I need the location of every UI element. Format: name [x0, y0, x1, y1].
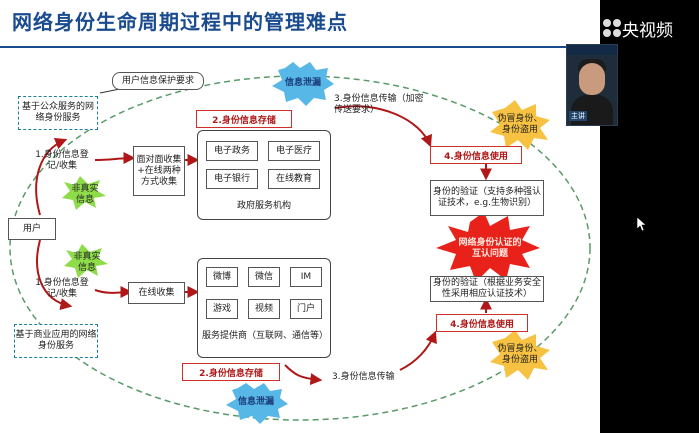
arrow-user-top [35, 138, 68, 216]
verification-box-top: 身份的验证（支持多种强认证技术，e.g.生物识别） [430, 180, 544, 216]
slide-title: 网络身份生命周期过程中的管理难点 [12, 10, 348, 34]
use-box-top: 4.身份信息使用 [430, 146, 522, 164]
service-video: 视频 [248, 299, 280, 319]
presenter-face [579, 63, 605, 95]
registration-label-top: 1.身份信息登记/收集 [35, 150, 89, 171]
service-im: IM [290, 267, 322, 287]
fake-identity-label-top: 伪冒身份、身份盗用 [497, 114, 543, 135]
transmit-label-bottom: 3.身份信息传输 [332, 372, 395, 382]
privacy-requirement-label: 用户信息保护要求 [112, 72, 204, 90]
service-e-banking: 电子银行 [206, 169, 258, 189]
arrow-transmit-top [334, 105, 432, 148]
watermark-logo-icon [603, 19, 621, 37]
arrow-reg-bottom [94, 286, 133, 299]
online-collection-box: 在线收集 [128, 282, 185, 304]
service-games: 游戏 [206, 299, 238, 319]
user-box: 用户 [8, 218, 56, 240]
title-rule [0, 46, 600, 48]
service-portal: 门户 [290, 299, 322, 319]
arrow-reg-top [94, 152, 136, 165]
diagram-graphics [9, 62, 591, 424]
arrow-transmit-bottom [399, 330, 437, 371]
isp-services-group: 微博 微信 IM 游戏 视频 门户 服务提供商（互联网、通信等） [197, 258, 331, 358]
watermark [600, 0, 699, 60]
mutual-recognition-label: 网络身份认证的互认问题 [458, 238, 522, 259]
leak-burst-top [272, 62, 334, 106]
service-wechat: 微信 [248, 267, 280, 287]
service-e-government: 电子政务 [206, 141, 258, 161]
mouse-cursor-icon [637, 217, 647, 231]
slide: 网络身份生命周期过程中的管理难点 [0, 0, 600, 433]
center-red-star [436, 212, 540, 282]
arrow-user-bottom [36, 239, 73, 310]
government-org-label: 政府服务机构 [236, 201, 291, 211]
use-box-bottom: 4.身份信息使用 [436, 314, 528, 332]
fake-star-bottom [490, 330, 550, 380]
service-weibo: 微博 [206, 267, 238, 287]
leak-label-top: 信息泄漏 [284, 78, 321, 88]
offline-online-collection-box: 面对面收集+在线两种方式收集 [133, 146, 185, 196]
storage-box-bottom: 2.身份信息存储 [182, 363, 280, 381]
service-e-health: 电子医疗 [268, 141, 320, 161]
false-info-star-bottom [64, 244, 108, 278]
arrow-isp-storage [284, 364, 323, 386]
public-service-box: 基于公众服务的网络身份服务 [18, 96, 98, 130]
transmit-label-top: 3.身份信息传输（加密传送要求） [334, 94, 424, 115]
false-info-star-top [62, 176, 106, 210]
storage-box-top: 2.身份信息存储 [196, 110, 292, 128]
registration-label-bottom: 1.身份信息登记/收集 [35, 278, 89, 299]
verification-box-bottom: 身份的验证（根据业务安全性采用相应认证技术） [430, 276, 544, 302]
watermark-text: 央视频 [622, 21, 673, 41]
commercial-service-box: 基于商业应用的网络身份服务 [14, 324, 98, 358]
leak-burst-bottom [226, 383, 288, 424]
presenter-video: 主讲 [566, 44, 618, 126]
fake-star-top [490, 100, 550, 150]
presenter-video-header [567, 45, 617, 55]
false-info-label-bottom: 非真实信息 [73, 252, 101, 273]
service-online-education: 在线教育 [268, 169, 320, 189]
isp-label: 服务提供商（互联网、通信等） [202, 331, 329, 341]
presenter-name-tag: 主讲 [569, 111, 587, 121]
fake-identity-label-bottom: 伪冒身份、身份盗用 [497, 344, 543, 365]
false-info-label-top: 非真实信息 [71, 184, 99, 205]
leak-label-bottom: 信息泄漏 [237, 397, 274, 407]
government-services-group: 电子政务 电子医疗 电子银行 在线教育 政府服务机构 [197, 130, 331, 220]
